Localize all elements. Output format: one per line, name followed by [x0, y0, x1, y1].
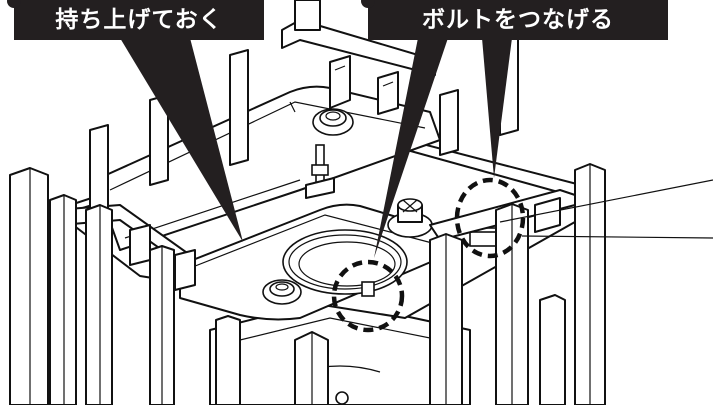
label-lift-up: 持ち上げておく: [7, 0, 264, 40]
front-posts-right: [294, 163, 606, 405]
center-post: [305, 144, 335, 199]
label-notch-left: [361, 0, 375, 8]
label-connect-bolts: ボルトをつなげる: [361, 0, 668, 40]
front-posts-left: [9, 167, 241, 405]
bolt-highlight-circles: [331, 177, 526, 333]
label-notch-left: [7, 0, 21, 8]
label-connect-bolts-text: ボルトをつなげる: [422, 7, 614, 33]
rear-frame: [281, 19, 436, 115]
tank-lower-tier: [179, 203, 441, 321]
callout-pointer-lift: [120, 38, 243, 242]
right-pointer-lines: [499, 179, 713, 239]
label-lift-up-text: 持ち上げておく: [55, 7, 223, 33]
tank-upper-tier: [94, 85, 441, 251]
pump-fitting: [387, 198, 433, 238]
callout-pointer-bolt-right: [482, 38, 512, 178]
callout-pointer-bolt-left: [374, 38, 448, 258]
